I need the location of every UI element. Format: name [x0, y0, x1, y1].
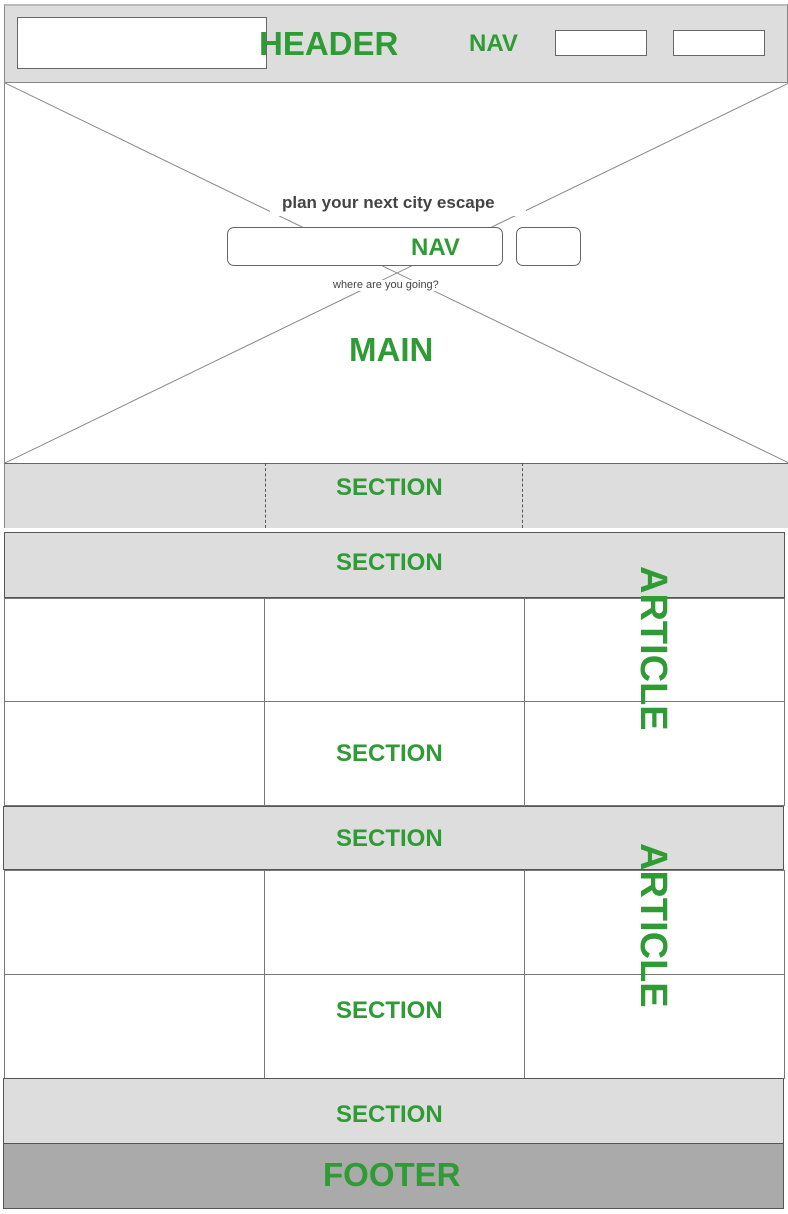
grid1-cell-5 [264, 701, 525, 806]
section-4-label: SECTION [336, 825, 443, 852]
search-input[interactable] [227, 227, 503, 266]
image-placeholder-cross [5, 83, 788, 463]
search-helper-text: where are you going? [333, 279, 439, 291]
section-row-1 [4, 463, 788, 528]
header-nav-link-1[interactable] [555, 30, 647, 56]
article-1-label: ARTICLE [632, 566, 674, 731]
section-6-label: SECTION [336, 1101, 443, 1128]
grid1-cell-1 [4, 598, 265, 702]
header-nav-link-2[interactable] [673, 30, 765, 56]
section-bar-6 [3, 1078, 784, 1144]
footer-block [3, 1143, 784, 1209]
grid2-cell-6 [524, 974, 785, 1079]
grid1-cell-3 [524, 598, 785, 702]
search-button[interactable] [516, 227, 581, 266]
section-1-label: SECTION [336, 474, 443, 501]
grid2-cell-1 [4, 870, 265, 975]
grid2-cell-3 [524, 870, 785, 975]
header-label: HEADER [259, 25, 399, 62]
section-row-1-divider-left [265, 463, 266, 528]
logo-placeholder[interactable] [17, 17, 267, 69]
grid1-cell-4 [4, 701, 265, 806]
section-3-label: SECTION [336, 740, 443, 767]
section-5-label: SECTION [336, 997, 443, 1024]
footer-label: FOOTER [323, 1156, 461, 1193]
grid2-cell-4 [4, 974, 265, 1079]
article-2-label: ARTICLE [632, 843, 674, 1008]
section-2-label: SECTION [336, 549, 443, 576]
main-label: MAIN [349, 331, 434, 368]
main-hero-placeholder [4, 83, 788, 463]
search-nav-label: NAV [411, 234, 460, 261]
grid1-cell-2 [264, 598, 525, 702]
main-tagline-wrap [270, 192, 526, 216]
grid2-cell-2 [264, 870, 525, 975]
grid1-cell-6 [524, 701, 785, 806]
header-nav-label: NAV [469, 30, 518, 57]
grid2-cell-5 [264, 974, 525, 1079]
section-row-1-divider-right [522, 463, 523, 528]
section-bar-2 [4, 532, 785, 598]
section-bar-4 [3, 806, 784, 870]
main-tagline: plan your next city escape [282, 193, 495, 212]
